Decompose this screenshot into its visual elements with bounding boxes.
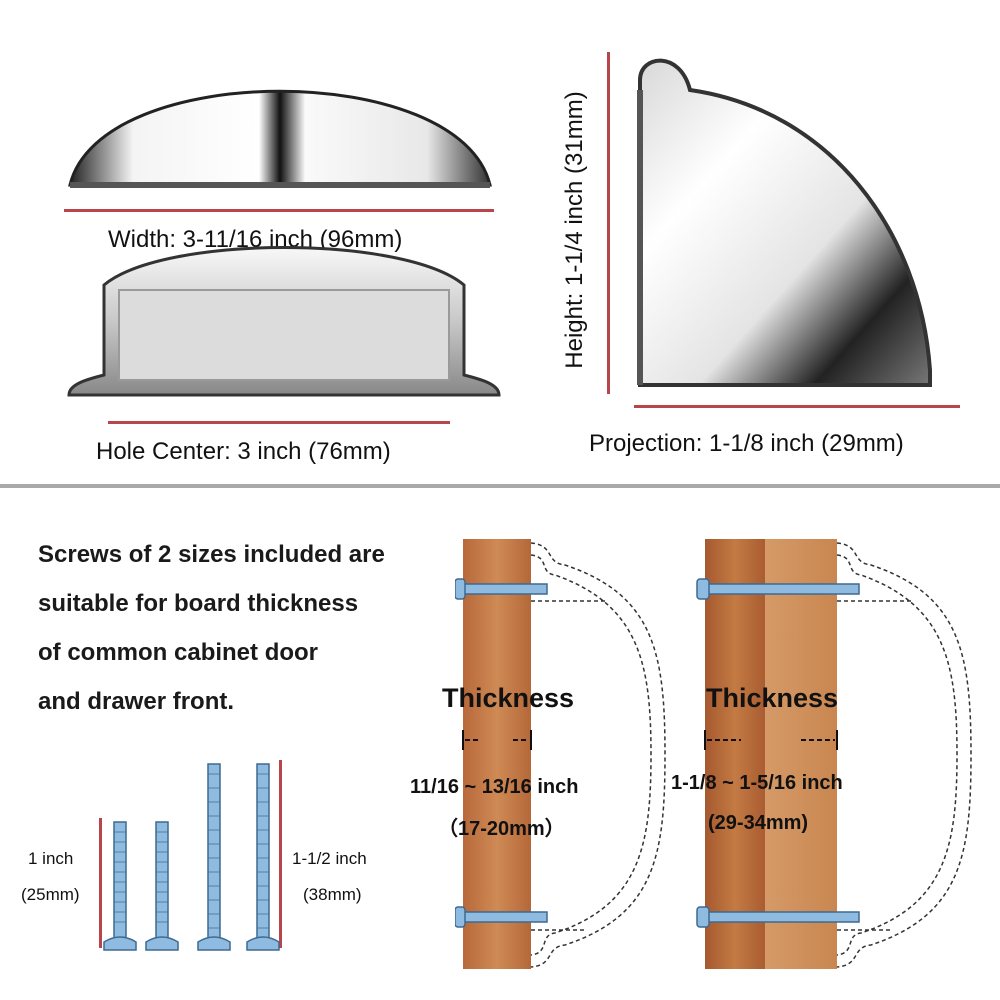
thickness-metric-left: （17-20mm） bbox=[438, 818, 565, 840]
description-line-3: of common cabinet door bbox=[38, 639, 319, 666]
screw-long-1 bbox=[197, 763, 231, 951]
height-label-wrap: Height: 1-1/4 inch (31mm) bbox=[555, 60, 595, 400]
projection-label: Projection: 1-1/8 inch (29mm) bbox=[589, 430, 904, 457]
thickness-range-right: 1-1/8 ~ 1-5/16 inch bbox=[671, 772, 843, 794]
board-diagram-right bbox=[696, 539, 972, 969]
screws-image bbox=[103, 763, 280, 951]
long-screw-length-line bbox=[279, 760, 282, 948]
thickness-metric-right: (29-34mm) bbox=[708, 812, 809, 834]
screw-long-2 bbox=[246, 763, 280, 951]
hole-center-line bbox=[108, 421, 450, 424]
pull-back-image bbox=[67, 246, 501, 397]
projection-line bbox=[634, 405, 960, 408]
short-screw-length-line bbox=[99, 818, 102, 948]
screw-short-1 bbox=[103, 821, 137, 951]
long-screw-length: 1-1/2 inch bbox=[292, 849, 367, 868]
short-screw-length: 1 inch bbox=[28, 849, 74, 868]
short-screw-metric: (25mm) bbox=[21, 885, 80, 904]
long-screw-metric: (38mm) bbox=[303, 885, 362, 904]
height-label: Height: 1-1/4 inch (31mm) bbox=[561, 91, 588, 369]
description-line-1: Screws of 2 sizes included are bbox=[38, 541, 385, 568]
width-line bbox=[64, 209, 494, 212]
thickness-title-right: Thickness bbox=[706, 683, 839, 713]
screw-short-2 bbox=[145, 821, 179, 951]
board-diagram-left bbox=[455, 539, 666, 969]
hole-center-label: Hole Center: 3 inch (76mm) bbox=[96, 438, 391, 465]
description-line-4: and drawer front. bbox=[38, 688, 235, 715]
section-divider bbox=[0, 484, 1000, 488]
description-line-2: suitable for board thickness bbox=[38, 590, 359, 617]
height-line bbox=[607, 52, 610, 394]
pull-side-image bbox=[637, 58, 932, 387]
description-text: Screws of 2 sizes included are suitable … bbox=[38, 530, 385, 726]
thickness-range-left: 11/16 ~ 13/16 inch bbox=[410, 776, 579, 798]
thickness-title-left: Thickness bbox=[442, 683, 575, 713]
pull-front-image bbox=[68, 89, 492, 188]
